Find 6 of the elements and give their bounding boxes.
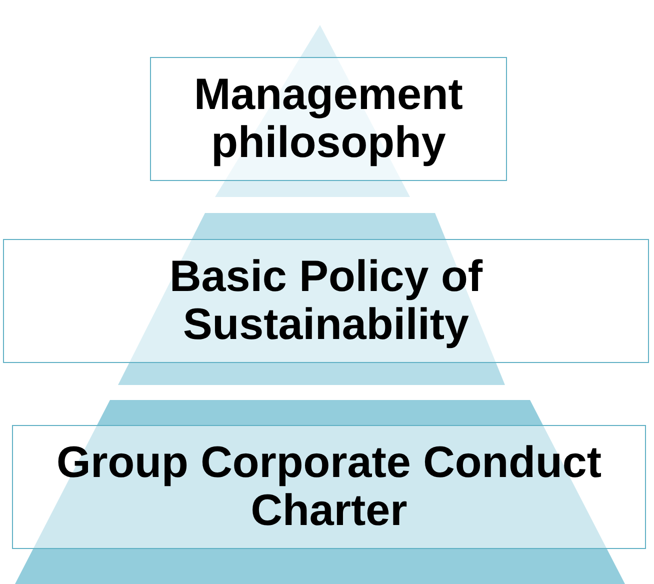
- tier-label-box: [150, 57, 507, 181]
- tier-title: Management philosophy: [193, 71, 464, 167]
- tier-title: Basic Policy of Sustainability: [168, 253, 484, 349]
- tier-label-box: [3, 239, 649, 363]
- tier-label-box: [12, 425, 646, 549]
- tier-title: Group Corporate Conduct Charter: [55, 439, 603, 535]
